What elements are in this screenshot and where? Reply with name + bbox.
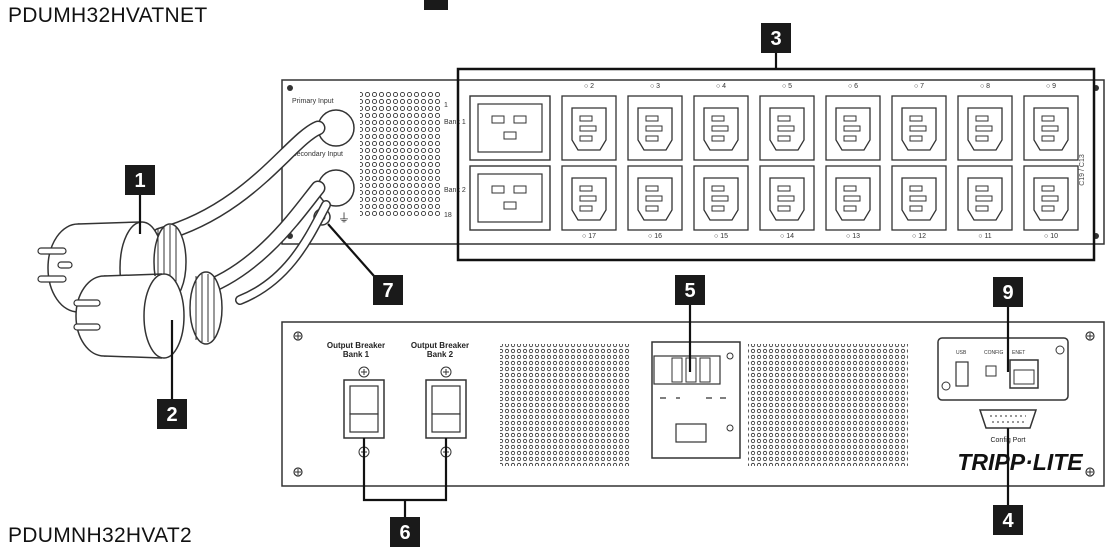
c13-outlet-4 xyxy=(693,95,749,161)
bank2-label: Bank 2 xyxy=(444,187,466,194)
callout-number: 2 xyxy=(166,404,177,426)
callout-badge-partial xyxy=(424,0,448,10)
outlet-number-label: ○ 8 xyxy=(980,83,990,90)
breaker-bank-1 xyxy=(343,366,385,458)
bottom-vent-left xyxy=(500,344,630,466)
leader-lines xyxy=(138,52,1010,518)
transfer-switch-module xyxy=(651,341,741,459)
breaker1-label-line2: Bank 1 xyxy=(343,350,370,359)
callout-number: 4 xyxy=(1002,510,1014,532)
outlet-number-label: ○ 15 xyxy=(714,233,728,240)
breaker-bank-2 xyxy=(425,366,467,458)
callout-number: 1 xyxy=(134,170,145,192)
outlet-number-label: ○ 17 xyxy=(582,233,596,240)
callout-badge-3: 3 xyxy=(761,23,791,53)
bottom-vent-right xyxy=(748,344,908,466)
outlet-number-label: 1 xyxy=(444,102,448,109)
callout-badge-4: 4 xyxy=(993,505,1023,535)
c13-outlet-2 xyxy=(561,95,617,161)
callout-badge-6: 6 xyxy=(390,517,420,547)
outlet-number-label: ○ 9 xyxy=(1046,83,1056,90)
breaker2-label-line1: Output Breaker xyxy=(411,341,469,350)
callout-badges: 1 2 3 4 5 6 7 9 xyxy=(125,23,1023,547)
usb-label: USB xyxy=(956,350,967,356)
callout-number: 3 xyxy=(770,28,781,50)
outlet-number-label: ○ 4 xyxy=(716,83,726,90)
callout-number: 5 xyxy=(684,280,695,302)
callout-badge-5: 5 xyxy=(675,275,705,305)
callout-badge-9: 9 xyxy=(993,277,1023,307)
config-label: CONFIG xyxy=(984,350,1004,356)
outlet-number-label: ○ 3 xyxy=(650,83,660,90)
outlet-number-label: ○ 6 xyxy=(848,83,858,90)
model-label-bottom: PDUMNH32HVAT2 xyxy=(8,524,192,547)
enet-label: ENET xyxy=(1012,350,1025,356)
callout-badge-7: 7 xyxy=(373,275,403,305)
bank1-label: Bank 1 xyxy=(444,119,466,126)
c13-outlet-6 xyxy=(825,95,881,161)
config-port xyxy=(978,409,1038,429)
outlet-number-label: ○ 16 xyxy=(648,233,662,240)
top-vent-grille xyxy=(360,92,440,216)
model-label-top: PDUMH32HVATNET xyxy=(8,4,208,27)
c13-outlet-11 xyxy=(957,165,1013,231)
secondary-input-label: Secondary Input xyxy=(292,151,343,158)
callout-badge-1: 1 xyxy=(125,165,155,195)
outlet-number-label: ○ 12 xyxy=(912,233,926,240)
breaker1-label-line1: Output Breaker xyxy=(327,341,385,350)
outlet-number-label: ○ 5 xyxy=(782,83,792,90)
outlet-number-label: ○ 2 xyxy=(584,83,594,90)
callout-badge-2: 2 xyxy=(157,399,187,429)
c13-outlet-9 xyxy=(1023,95,1079,161)
breaker2-label-line2: Bank 2 xyxy=(427,350,454,359)
c13-outlet-13 xyxy=(825,165,881,231)
primary-input-label: Primary Input xyxy=(292,98,334,105)
plug-2 xyxy=(73,271,223,359)
c13-outlet-16 xyxy=(627,165,683,231)
outlet-number-label: 18 xyxy=(444,212,452,219)
outlet-number-label: ○ 14 xyxy=(780,233,794,240)
c13-outlet-8 xyxy=(957,95,1013,161)
svg-text:C19 / C13: C19 / C13 xyxy=(1079,154,1086,186)
svg-text:⏚: ⏚ xyxy=(338,211,350,225)
outlet-group: ○ 2 ○ 17 ○ 3 ○ 16 ○ 4 ○ 15 ○ 5 ○ 14 ○ 6 ○ 13 ○ 7 ○ … xyxy=(444,83,1079,240)
c13-outlet-17 xyxy=(561,165,617,231)
c13-outlet-7 xyxy=(891,95,947,161)
network-card xyxy=(937,337,1069,401)
c13-outlet-15 xyxy=(693,165,749,231)
c13-outlet-12 xyxy=(891,165,947,231)
outlet-number-label: ○ 13 xyxy=(846,233,860,240)
c19-outlet-1 xyxy=(469,95,551,161)
c13-outlet-10 xyxy=(1023,165,1079,231)
c13-outlet-14 xyxy=(759,165,815,231)
c13-outlet-3 xyxy=(627,95,683,161)
callout-number: 9 xyxy=(1002,282,1013,304)
callout-number: 6 xyxy=(399,522,410,544)
callout-number: 7 xyxy=(382,280,393,302)
c13-outlet-5 xyxy=(759,95,815,161)
outlet-number-label: ○ 11 xyxy=(978,233,992,240)
outlet-number-label: ○ 10 xyxy=(1044,233,1058,240)
outlet-number-label: ○ 7 xyxy=(914,83,924,90)
c19-outlet-18 xyxy=(469,165,551,231)
brand-logo: TRIPP·LITE xyxy=(957,449,1083,475)
